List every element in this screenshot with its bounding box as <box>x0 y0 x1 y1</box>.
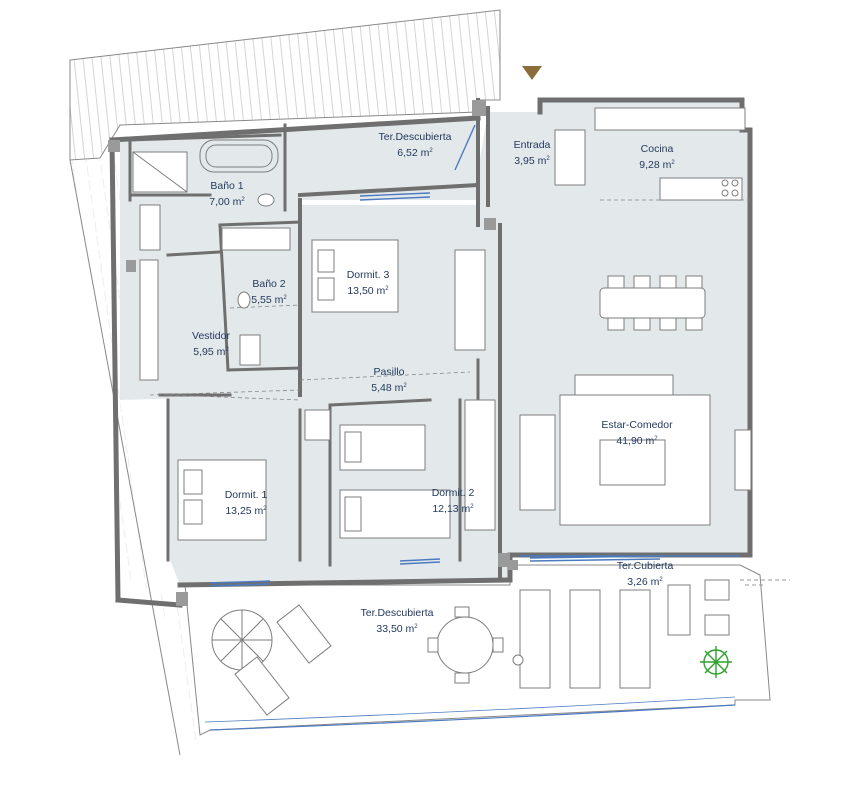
label-ter-cubierta: Ter.Cubierta 3,26 m2 <box>617 559 674 589</box>
dashed-lines <box>149 199 750 401</box>
sofa-icon <box>519 374 752 526</box>
room-name: Ter.Descubierta <box>360 607 434 619</box>
room-area: 41,90 m2 <box>616 435 658 447</box>
entry-arrow-icon <box>522 66 542 80</box>
loungers <box>234 579 730 716</box>
room-name: Cocina <box>640 143 674 155</box>
room-name: Baño 2 <box>252 278 286 290</box>
shower-icon <box>132 151 291 251</box>
label-dormit-2: Dormit. 2 12,13 m2 <box>432 486 475 516</box>
room-area: 3,26 m2 <box>627 576 663 588</box>
room-area: 6,52 m2 <box>397 147 433 159</box>
label-vestidor: Vestidor 5,95 m2 <box>192 329 230 359</box>
room-area: 33,50 m2 <box>376 623 418 635</box>
dining-table-icon <box>599 275 706 331</box>
label-bano-1: Baño 1 7,00 m2 <box>209 179 244 209</box>
room-area: 3,95 m2 <box>514 155 550 167</box>
room-area: 13,25 m2 <box>225 505 267 517</box>
room-area: 13,50 m2 <box>347 285 389 297</box>
label-estar-comedor: Estar-Comedor 41,90 m2 <box>601 418 672 448</box>
label-ter-descubierta-top: Ter.Descubierta 6,52 m2 <box>379 130 452 160</box>
toilet-icon <box>139 193 275 366</box>
room-area: 12,13 m2 <box>432 503 474 515</box>
room-name: Baño 1 <box>210 180 244 192</box>
label-bano-2: Baño 2 5,55 m2 <box>251 277 286 307</box>
room-name: Estar-Comedor <box>601 419 673 431</box>
round-table <box>427 606 524 684</box>
pillars <box>108 100 518 606</box>
umbrella-icon <box>211 609 273 671</box>
plant-icon <box>700 646 732 678</box>
room-name: Entrada <box>513 139 551 151</box>
wardrobes <box>139 249 496 531</box>
label-dormit-3: Dormit. 3 13,50 m2 <box>347 268 390 298</box>
label-ter-descubierta-bottom: Ter.Descubierta 33,50 m2 <box>361 606 434 636</box>
label-cocina: Cocina 9,28 m2 <box>639 142 674 172</box>
label-pasillo: Pasillo 5,48 m2 <box>371 365 406 395</box>
label-dormit-1: Dormit. 1 13,25 m2 <box>225 488 268 518</box>
room-name: Dormit. 3 <box>346 269 390 281</box>
windows <box>209 124 740 587</box>
room-area: 5,55 m2 <box>251 294 287 306</box>
stove-icon <box>554 107 746 201</box>
room-name: Vestidor <box>192 330 230 342</box>
room-name: Ter.Cubierta <box>616 560 674 572</box>
room-area: 5,95 m2 <box>193 346 229 358</box>
room-area: 5,48 m2 <box>371 382 407 394</box>
bathtub-icon <box>199 139 279 173</box>
room-area: 9,28 m2 <box>639 159 675 171</box>
room-name: Dormit. 1 <box>224 489 268 501</box>
label-entrada: Entrada 3,95 m2 <box>514 138 551 168</box>
room-area: 7,00 m2 <box>209 196 245 208</box>
room-name: Pasillo <box>373 366 405 378</box>
room-name: Ter.Descubierta <box>378 131 452 143</box>
room-name: Dormit. 2 <box>431 487 475 499</box>
bed-icon <box>177 239 451 541</box>
